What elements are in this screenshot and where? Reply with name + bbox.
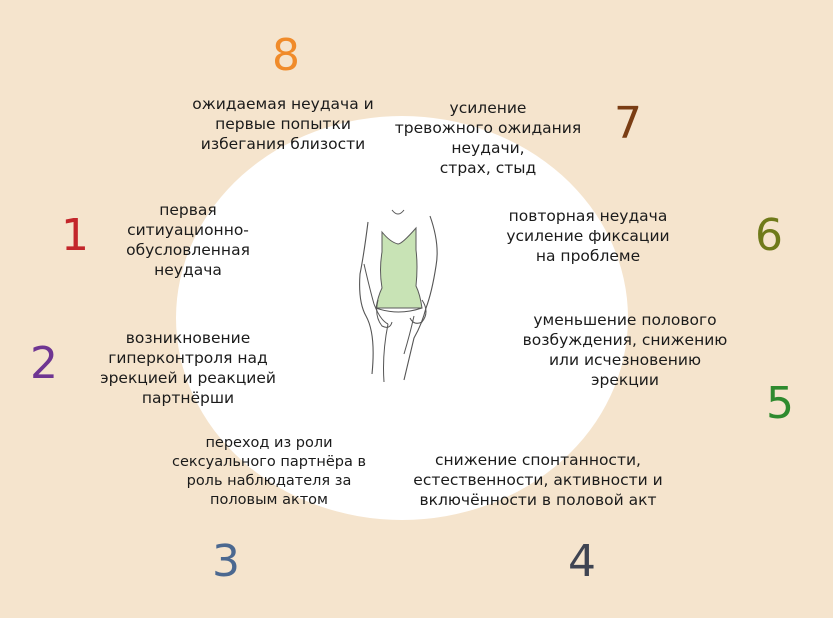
step-1-number: 1 [61,210,89,261]
step-2-label: возникновение гиперконтроля над эрекцией… [100,329,276,407]
step-2-number: 2 [30,338,58,389]
step-4-label: снижение спонтанности, естественности, а… [413,451,663,509]
step-8-label: ожидаемая неудача и первые попытки избег… [192,95,374,153]
step-6-number: 6 [755,210,783,261]
step-7-number: 7 [614,98,642,149]
step-4-number: 4 [568,536,596,587]
step-5-number: 5 [766,378,794,429]
woman-figure-illustration [359,209,438,383]
step-6-label: повторная неудача усиление фиксации на п… [506,207,670,265]
step-8-number: 8 [272,30,300,81]
step-7-label: усиление тревожного ожидания неудачи, ст… [394,99,582,177]
step-5-label: уменьшение полового возбуждения, снижени… [522,311,728,389]
step-3-label: переход из роли сексуального партнёра в … [171,435,366,508]
step-3-number: 3 [212,536,240,587]
center-circle [176,116,628,520]
step-1-label: первая ситиуационно- обусловленная неуда… [126,201,250,279]
dress-shape [375,226,423,309]
